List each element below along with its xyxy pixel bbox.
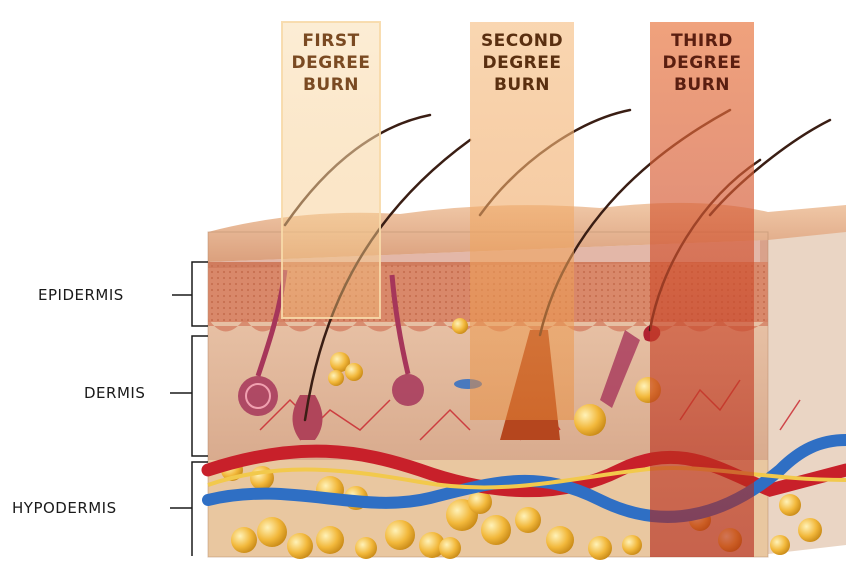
second-degree-line2: DEGREE [470,52,574,74]
second-degree-line1: SECOND [470,30,574,52]
layer-brackets [170,262,208,556]
first-degree-burn-title: FIRST DEGREE BURN [282,30,380,96]
second-degree-burn-title: SECOND DEGREE BURN [470,30,574,96]
second-degree-line3: BURN [470,74,574,96]
first-degree-line1: FIRST [282,30,380,52]
hypodermis-label: HYPODERMIS [12,499,117,517]
third-degree-line3: BURN [650,74,754,96]
skin-block-side [760,205,846,555]
third-degree-burn-title: THIRD DEGREE BURN [650,30,754,96]
epidermis-label: EPIDERMIS [38,286,124,304]
third-degree-line2: DEGREE [650,52,754,74]
third-degree-line1: THIRD [650,30,754,52]
dermis-label: DERMIS [84,384,145,402]
third-degree-burn-column [650,22,754,557]
first-degree-line3: BURN [282,74,380,96]
first-degree-line2: DEGREE [282,52,380,74]
